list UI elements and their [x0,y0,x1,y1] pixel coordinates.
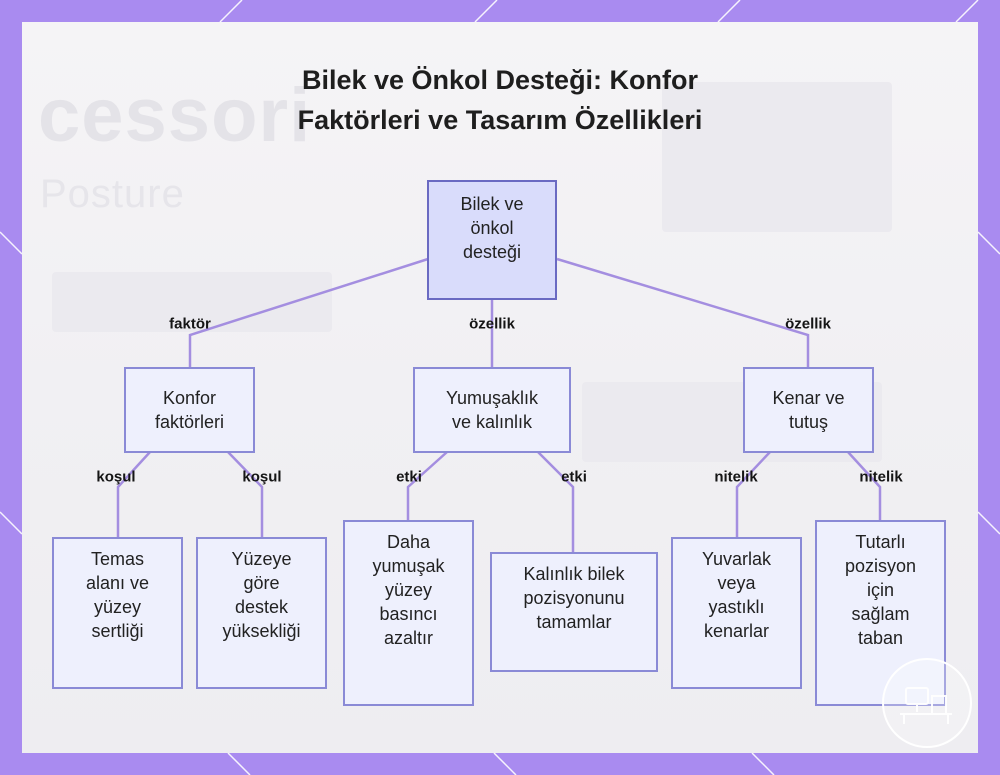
node-root-line: Bilek ve [460,192,523,216]
edge-label: nitelik [859,469,902,486]
node-line: yastıklı [702,595,771,619]
edge-label: nitelik [714,469,757,486]
node-root-line: önkol [460,216,523,240]
edge-kenar-to-yuvarlak [737,452,770,538]
node-line: göre [222,571,300,595]
node-line: sertliği [86,619,149,643]
logo-badge [882,658,972,748]
node-line: alanı ve [86,571,149,595]
node-kenar-tutus: Kenar ve tutuş [743,367,874,453]
node-konfor-faktorleri: Konfor faktörleri [124,367,255,453]
node-line: sağlam [845,602,916,626]
node-yuzeye-gore: Yüzeye göre destek yüksekliği [196,537,327,689]
node-line: basıncı [372,602,444,626]
node-line: ve kalınlık [446,410,538,434]
node-temas-alani: Temas alanı ve yüzey sertliği [52,537,183,689]
node-root: Bilek ve önkol desteği [427,180,557,300]
edge-label: koşul [242,469,281,486]
node-line: taban [845,626,916,650]
edge-label: etki [561,469,587,486]
node-line: yüzey [372,578,444,602]
node-yumusaklik: Yumuşaklık ve kalınlık [413,367,571,453]
node-line: yüksekliği [222,619,300,643]
node-line: Konfor [155,386,224,410]
edge-label: etki [396,469,422,486]
edge-label: faktör [169,316,211,333]
edge-label: özellik [785,316,831,333]
node-line: veya [702,571,771,595]
edge-label: koşul [96,469,135,486]
edge-konfor-to-temas [118,452,150,538]
edge-root-to-konfor [190,259,428,368]
node-yuvarlak: Yuvarlak veya yastıklı kenarlar [671,537,802,689]
node-line: Yumuşaklık [446,386,538,410]
edge-yumusaklik-to-kalinlik [538,452,573,553]
edge-yumusaklik-to-daha [408,452,447,521]
edge-label: özellik [469,316,515,333]
edge-root-to-kenar [557,259,808,368]
desk-icon [884,660,970,746]
node-line: için [845,578,916,602]
edge-konfor-to-yuzeye [228,452,262,538]
node-line: Temas [86,547,149,571]
node-line: azaltır [372,626,444,650]
node-kalinlik: Kalınlık bilek pozisyonunu tamamlar [490,552,658,672]
node-line: Daha [372,530,444,554]
node-line: yumuşak [372,554,444,578]
node-line: Yuvarlak [702,547,771,571]
node-line: kenarlar [702,619,771,643]
node-line: destek [222,595,300,619]
edge-kenar-to-tutarli [848,452,880,521]
node-line: pozisyon [845,554,916,578]
node-line: Kalınlık bilek [523,562,624,586]
node-line: tamamlar [523,610,624,634]
node-line: faktörleri [155,410,224,434]
node-root-line: desteği [460,240,523,264]
node-line: pozisyonunu [523,586,624,610]
node-line: yüzey [86,595,149,619]
node-line: Tutarlı [845,530,916,554]
node-line: Kenar ve [772,386,844,410]
node-line: tutuş [772,410,844,434]
node-line: Yüzeye [222,547,300,571]
node-daha-yumusak: Daha yumuşak yüzey basıncı azaltır [343,520,474,706]
